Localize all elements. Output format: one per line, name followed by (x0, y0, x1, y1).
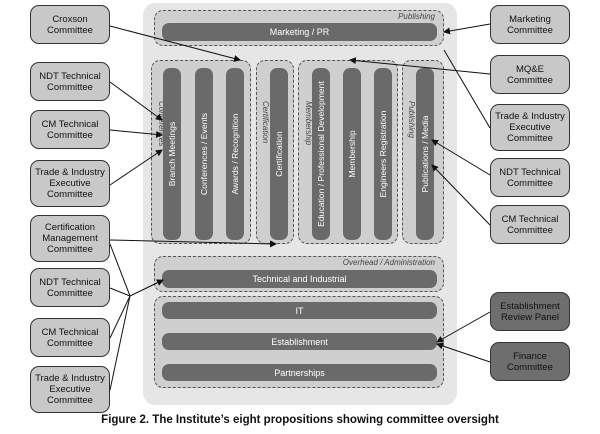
publications-media-label: Publications / Media (420, 115, 430, 193)
certification-group-label: Certification (261, 101, 270, 144)
establishment-bar: Establishment (162, 333, 437, 350)
cm-technical-committee-right: CM Technical Committee (490, 205, 570, 244)
it-bar: IT (162, 302, 437, 319)
certification-management-committee: Certification Management Committee (30, 215, 110, 262)
cm-technical-committee-left-2: CM Technical Committee (30, 318, 110, 357)
marketing-committee: Marketing Committee (490, 5, 570, 44)
branch-meetings-label: Branch Meetings (167, 121, 177, 187)
mqe-committee: MQ&E Committee (490, 55, 570, 94)
trade-industry-committee-left-1: Trade & Industry Executive Committee (30, 160, 110, 207)
conferences-events-label: Conferences / Events (199, 112, 209, 196)
overhead-label: Overhead / Administration (342, 258, 435, 267)
education-bar: Education / Professional Development (312, 68, 330, 240)
publishing-side-label: Publishing (407, 101, 416, 138)
establishment-review-panel: Establishment Review Panel (490, 292, 570, 331)
engineers-registration-label: Engineers Registration (378, 110, 388, 198)
membership-bar: Membership (343, 68, 361, 240)
ndt-technical-committee-left-2: NDT Technical Committee (30, 268, 110, 307)
certification-label: Certification (274, 131, 284, 177)
membership-label: Membership (347, 130, 357, 178)
ndt-technical-committee-right: NDT Technical Committee (490, 158, 570, 197)
conferences-events-bar: Conferences / Events (195, 68, 213, 240)
engineers-registration-bar: Engineers Registration (374, 68, 392, 240)
branch-meetings-bar: Branch Meetings (163, 68, 181, 240)
publications-media-bar: Publications / Media (416, 68, 434, 240)
awards-recognition-bar: Awards / Recognition (226, 68, 244, 240)
certification-bar: Certification (270, 68, 288, 240)
marketing-pr-bar: Marketing / PR (162, 23, 437, 41)
awards-recognition-label: Awards / Recognition (230, 113, 240, 195)
education-label: Education / Professional Development (316, 81, 326, 227)
publishing-top-label: Publishing (398, 12, 435, 21)
partnerships-bar: Partnerships (162, 364, 437, 381)
croxson-committee: Croxson Committee (30, 5, 110, 44)
figure-caption: Figure 2. The Institute’s eight proposit… (101, 414, 499, 426)
technical-industrial-bar: Technical and Industrial (162, 270, 437, 288)
finance-committee: Finance Committee (490, 342, 570, 381)
trade-industry-committee-left-2: Trade & Industry Executive Committee (30, 366, 110, 413)
ndt-technical-committee-left-1: NDT Technical Committee (30, 62, 110, 101)
cm-technical-committee-left-1: CM Technical Committee (30, 110, 110, 149)
trade-industry-committee-right: Trade & Industry Executive Committee (490, 104, 570, 151)
